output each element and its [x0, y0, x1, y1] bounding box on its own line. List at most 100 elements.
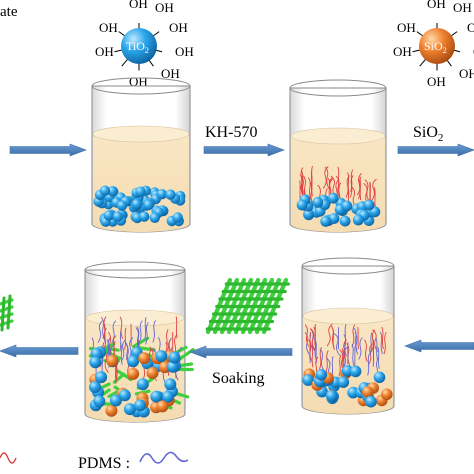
particle	[325, 390, 338, 402]
polymer-chain	[299, 167, 304, 190]
beaker-rim	[301, 257, 395, 275]
arrow-sio2	[397, 143, 474, 157]
polymer-chain	[341, 347, 346, 370]
step-label-soaking: Soaking	[212, 370, 264, 387]
polymer-chain	[381, 326, 384, 350]
particle	[89, 381, 101, 393]
particle	[107, 186, 118, 197]
polymer-chain	[135, 327, 141, 350]
polymer-chain	[138, 320, 143, 343]
polymer-chain	[356, 172, 362, 196]
particle	[123, 403, 136, 416]
polymer-chain	[145, 322, 149, 345]
polymer-chain	[337, 166, 340, 189]
polymer-chain	[144, 317, 147, 340]
liquid-surface	[290, 127, 386, 145]
hydroxyl-label: OH	[99, 20, 118, 35]
polymer-chain	[331, 327, 335, 350]
particle-core	[419, 28, 455, 64]
particle	[164, 378, 177, 391]
arrow-kh570	[203, 143, 285, 157]
fabric-fibre	[176, 348, 195, 362]
arrow-soaking	[189, 345, 293, 359]
hydroxyl-label: OH	[155, 0, 174, 15]
polymer-chain	[334, 333, 341, 356]
polymer-chain	[319, 348, 325, 372]
beaker-rim	[91, 77, 191, 95]
polymer-chain	[302, 175, 307, 198]
polymer-chain	[339, 349, 345, 372]
polymer-chain	[309, 181, 314, 204]
polymer-chain	[325, 350, 329, 373]
sio2-molecule: OHOHOHOHOHOHOHOHSiO2	[393, 0, 474, 89]
polymer-chain	[326, 323, 333, 347]
polymer-chain	[102, 316, 107, 339]
polymer-chain	[338, 354, 342, 377]
polymer-chain	[103, 327, 107, 351]
particle	[337, 376, 350, 388]
hydroxyl-label: OH	[129, 0, 148, 11]
polymer-chain	[127, 337, 134, 360]
particle	[168, 351, 181, 364]
particle	[106, 354, 119, 367]
polymer-chain	[300, 170, 304, 193]
polymer-chain	[367, 353, 370, 376]
polymer-chain	[308, 177, 312, 200]
arrow-lower-right	[404, 339, 474, 353]
hydroxyl-label: OH	[459, 66, 474, 81]
polymer-chain	[372, 329, 379, 352]
particle	[112, 211, 124, 222]
polymer-chain	[358, 337, 363, 360]
particle	[172, 212, 183, 223]
particle	[165, 189, 176, 200]
particle	[347, 386, 359, 399]
particle	[362, 386, 374, 398]
particle	[131, 198, 142, 210]
polymer-chain	[370, 329, 375, 353]
particle	[327, 192, 339, 204]
legend-red-chain	[0, 452, 17, 464]
liquid-surface	[92, 125, 190, 143]
polymer-chain	[350, 169, 354, 192]
particle	[339, 215, 351, 227]
particle	[365, 395, 377, 408]
polymer-chain	[175, 316, 178, 339]
fabric-mesh	[205, 277, 290, 335]
particle-core	[121, 28, 157, 64]
particle	[127, 355, 140, 368]
particle	[363, 199, 375, 211]
step-label-kh570: KH-570	[205, 124, 257, 141]
polymer-chain	[309, 328, 316, 351]
particle	[105, 404, 118, 417]
legend-pdms-chain	[139, 451, 189, 464]
fabric-fibre	[102, 349, 122, 360]
particle	[320, 216, 332, 227]
polymer-chain	[383, 331, 387, 355]
particle-label: SiO2	[424, 39, 447, 55]
polymer-chain	[310, 174, 313, 197]
polymer-chain	[124, 327, 127, 350]
soaking-particles	[88, 316, 195, 418]
particle	[118, 389, 131, 402]
polymer-chain	[377, 346, 380, 369]
polymer-chain	[357, 327, 359, 350]
particle	[135, 186, 146, 197]
particle	[296, 199, 308, 211]
liquid-surface	[302, 307, 394, 325]
hydroxyl-label: OH	[161, 66, 180, 81]
particle	[134, 399, 147, 412]
polymer-chain	[101, 316, 105, 340]
particle	[136, 378, 149, 391]
particle	[341, 200, 353, 212]
beaker-rim	[84, 261, 186, 279]
polymer-chain	[309, 331, 312, 354]
hydroxyl-label: OH	[95, 44, 114, 59]
fabric-fibre	[0, 296, 6, 332]
particle	[155, 350, 168, 363]
particle	[312, 196, 324, 208]
particle	[93, 395, 106, 408]
polymer-chain	[351, 343, 355, 367]
liquid-surface	[85, 309, 185, 327]
